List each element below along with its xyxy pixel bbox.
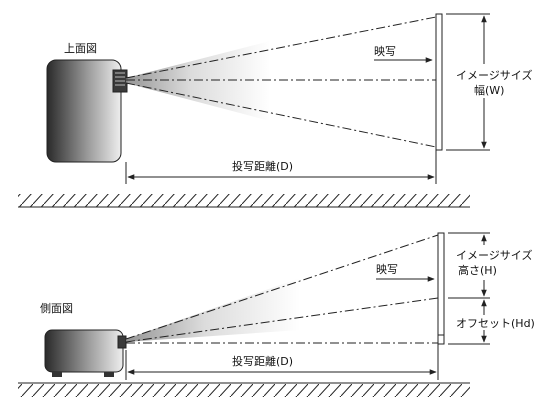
top-view-title: 上面図 xyxy=(64,42,97,55)
projector-icon xyxy=(44,329,127,377)
side-image-label: 映写 xyxy=(376,263,398,276)
top-distance-label: 投写距離(D) xyxy=(232,159,293,173)
beam-edge-upper xyxy=(125,234,439,340)
offset-label: オフセット(Hd) xyxy=(456,317,535,330)
projection-beam xyxy=(126,41,270,121)
beam-edge-lower xyxy=(125,297,439,343)
screen-top xyxy=(435,13,443,151)
top-view: 上面図 映写 イメージサイズ 幅(W) 投写距離(D) xyxy=(18,13,540,208)
side-distance-label: 投写距離(D) xyxy=(232,354,293,368)
width-label-line1: イメージサイズ xyxy=(456,68,532,82)
screen-side xyxy=(437,232,445,345)
side-view-title: 側面図 xyxy=(40,302,73,315)
beam-edge-lower xyxy=(125,82,437,148)
projector-icon xyxy=(46,59,128,163)
width-label-line2: 幅(W) xyxy=(474,84,504,97)
ground-hatch-side xyxy=(18,384,470,397)
ground-hatch-top xyxy=(18,194,470,207)
top-image-label: 映写 xyxy=(374,45,396,58)
side-view: 側面図 映写 イメージサイズ 高さ(H) オフセット(Hd) xyxy=(18,232,540,397)
height-label-line2: 高さ(H) xyxy=(458,263,497,277)
beam-edge-upper xyxy=(125,16,437,79)
height-label-line1: イメージサイズ xyxy=(456,248,532,262)
